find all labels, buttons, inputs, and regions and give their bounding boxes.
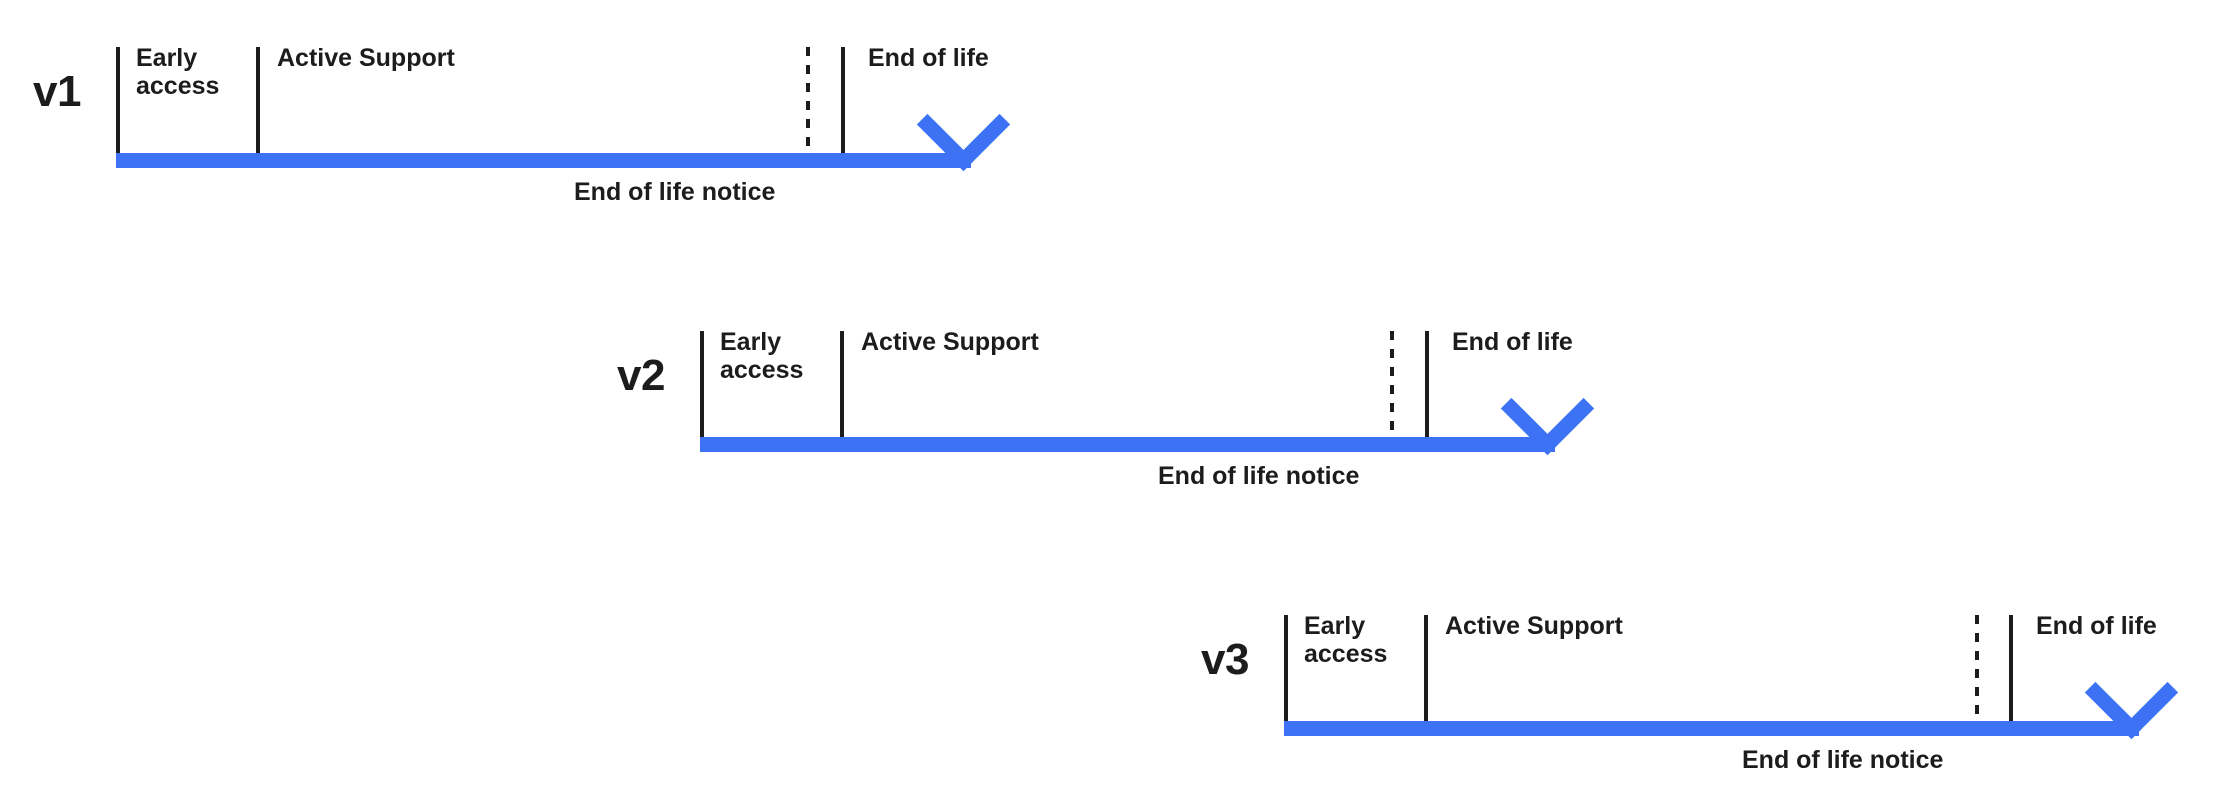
notice-label-v1: End of life notice — [574, 178, 776, 206]
phase-label-v1-active-support: Active Support — [277, 44, 455, 72]
phase-start-tick-v1-early-access — [116, 47, 120, 153]
timeline-bar-v3 — [1284, 721, 2139, 736]
eol-notice-tick-v2 — [1390, 331, 1394, 437]
phase-label-v2-early-access: Early access — [720, 328, 804, 384]
phase-start-tick-v2-end-of-life — [1425, 331, 1429, 437]
phase-start-tick-v2-active-support — [840, 331, 844, 437]
phase-label-v3-active-support: Active Support — [1445, 612, 1623, 640]
phase-label-v3-early-access: Early access — [1304, 612, 1388, 668]
phase-label-v3-end-of-life: End of life — [2036, 612, 2157, 640]
phase-label-v2-end-of-life: End of life — [1452, 328, 1573, 356]
eol-notice-tick-v3 — [1975, 615, 1979, 721]
phase-start-tick-v3-active-support — [1424, 615, 1428, 721]
notice-label-v3: End of life notice — [1742, 746, 1944, 774]
phase-start-tick-v1-active-support — [256, 47, 260, 153]
phase-label-v1-end-of-life: End of life — [868, 44, 989, 72]
phase-start-tick-v3-end-of-life — [2009, 615, 2013, 721]
timeline-bar-v1 — [116, 153, 971, 168]
phase-start-tick-v3-early-access — [1284, 615, 1288, 721]
phase-label-v1-early-access: Early access — [136, 44, 220, 100]
phase-start-tick-v2-early-access — [700, 331, 704, 437]
version-label-v2: v2 — [617, 351, 665, 400]
phase-start-tick-v1-end-of-life — [841, 47, 845, 153]
notice-label-v2: End of life notice — [1158, 462, 1360, 490]
version-label-v3: v3 — [1201, 635, 1249, 684]
eol-notice-tick-v1 — [806, 47, 810, 153]
timeline-bar-v2 — [700, 437, 1555, 452]
phase-label-v2-active-support: Active Support — [861, 328, 1039, 356]
version-label-v1: v1 — [33, 67, 81, 116]
